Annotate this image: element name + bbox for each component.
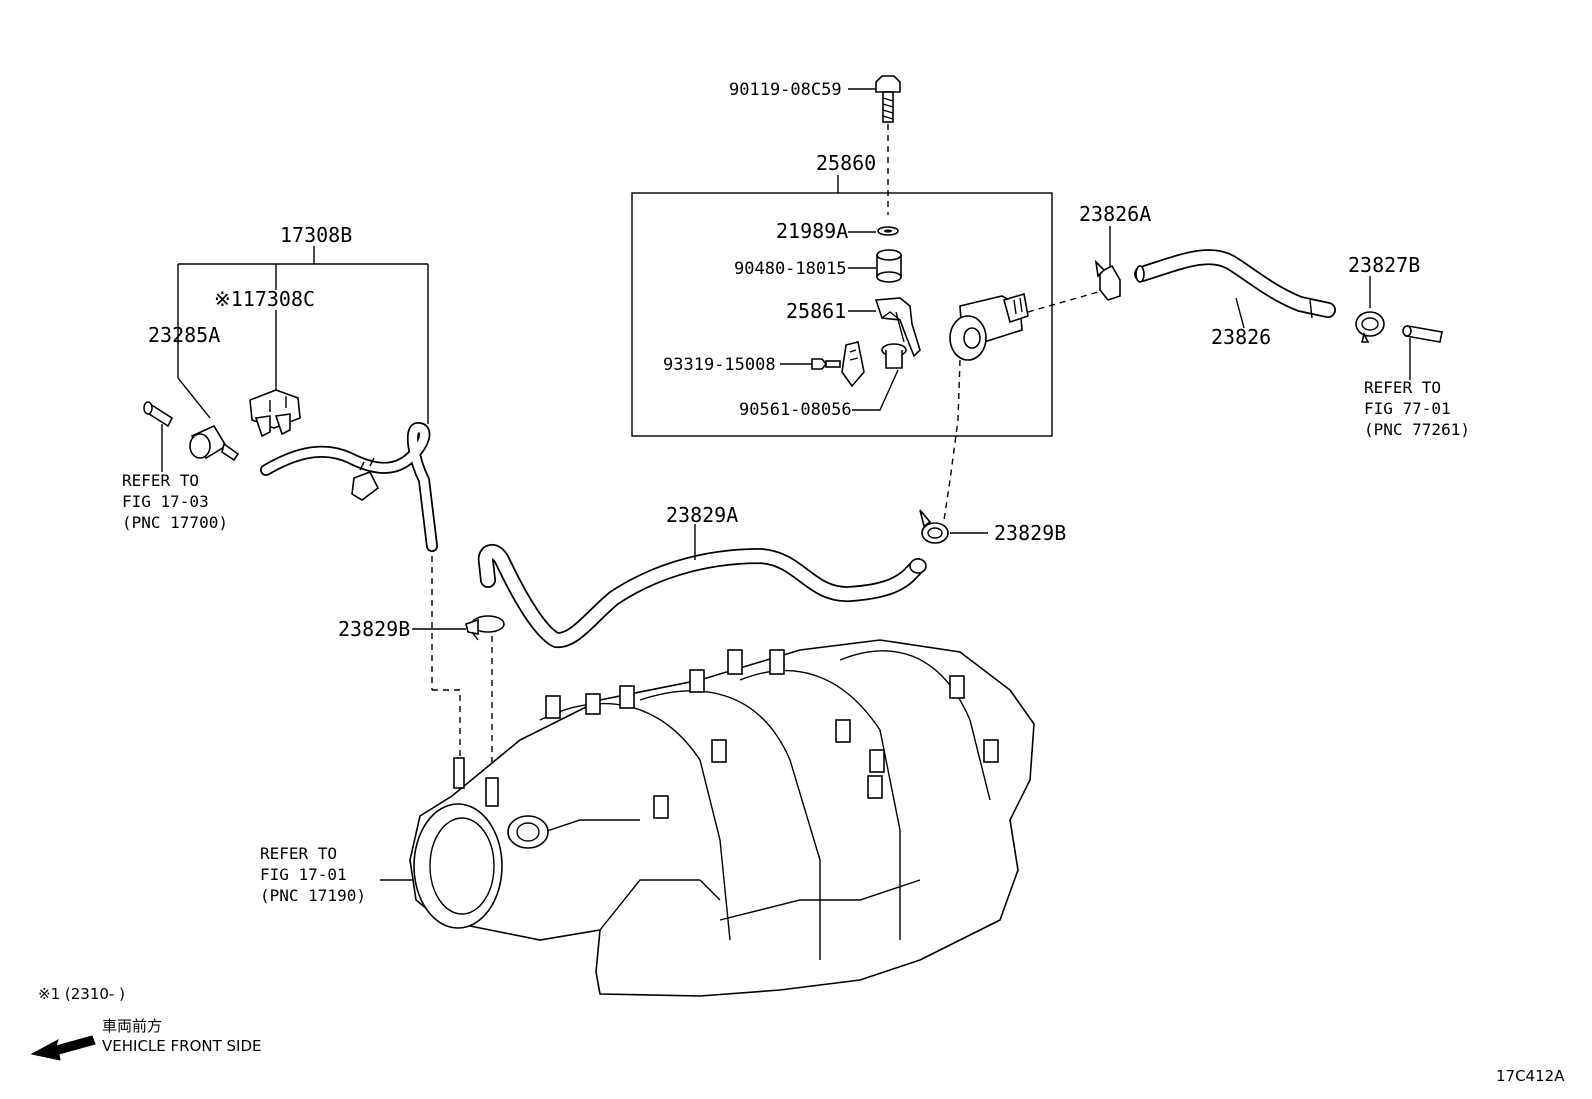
label-90480: 90480-18015	[734, 259, 847, 279]
label-23827b: 23827B	[1348, 253, 1421, 277]
label-93319: 93319-15008	[663, 355, 776, 375]
vacuum-switching-valve	[943, 291, 1099, 521]
label-23285a: 23285A	[148, 323, 221, 347]
label-17308c: ※117308C	[214, 287, 316, 311]
leader-17308b	[177, 246, 429, 424]
label-90561: 90561-08056	[739, 400, 852, 420]
clamp-23826a	[1094, 226, 1121, 301]
ref-1701-line3: (PNC 17190)	[260, 886, 366, 905]
footnote: ※1 (2310- )	[38, 985, 125, 1003]
grommet-90480	[848, 249, 902, 283]
label-25860: 25860	[816, 151, 877, 175]
direction-label-jp: 車両前方	[102, 1017, 163, 1035]
label-21989a: 21989A	[776, 219, 849, 243]
ref-fig-17-03: REFER TO FIG 17-03 (PNC 17700)	[122, 470, 228, 533]
washer-21989a	[848, 226, 899, 236]
hose-23829a	[477, 524, 927, 648]
ref-77-line3: (PNC 77261)	[1364, 420, 1470, 439]
ref-1703-line2: FIG 17-03	[122, 492, 209, 511]
collar-90561	[852, 343, 907, 411]
label-17308b: 17308B	[280, 223, 353, 247]
ref-77-line1: REFER TO	[1364, 378, 1442, 397]
label-23829a: 23829A	[666, 503, 739, 527]
label-23826a: 23826A	[1079, 202, 1152, 226]
assembly-box-25860	[631, 175, 1053, 437]
diagram-id: 17C412A	[1496, 1067, 1565, 1085]
ref-1703-line3: (PNC 17700)	[122, 513, 228, 532]
label-25861: 25861	[786, 299, 847, 323]
label-23829b-left: 23829B	[338, 617, 411, 641]
clamp-23827b	[1355, 276, 1385, 343]
ref-1701-line2: FIG 17-01	[260, 865, 347, 884]
clip-piece	[841, 341, 865, 388]
direction-label-en: VEHICLE FRONT SIDE	[102, 1037, 262, 1055]
ref-1701-line1: REFER TO	[260, 844, 338, 863]
front-direction-arrow-icon	[30, 1035, 96, 1061]
ref-fig-17-01: REFER TO FIG 17-01 (PNC 17190)	[260, 843, 366, 906]
bracket-25861	[848, 297, 921, 358]
label-23826: 23826	[1211, 325, 1272, 349]
clamp-23829b-left	[412, 615, 505, 770]
intake-manifold	[380, 639, 1035, 997]
pipe-stub-right	[1402, 325, 1443, 380]
label-90119: 90119-08C59	[729, 80, 842, 100]
label-23829b-right: 23829B	[994, 521, 1067, 545]
ref-1703-line1: REFER TO	[122, 471, 200, 490]
bolt-90119	[848, 75, 901, 215]
filter-23285a	[143, 377, 240, 472]
hose-23826	[1134, 249, 1336, 329]
clamp-23829b-right	[919, 509, 988, 544]
bolt-93319	[780, 358, 841, 370]
switch-17308c	[249, 389, 301, 438]
hose-17308b	[260, 422, 461, 770]
ref-fig-77-01: REFER TO FIG 77-01 (PNC 77261)	[1364, 377, 1470, 440]
ref-77-line2: FIG 77-01	[1364, 399, 1451, 418]
